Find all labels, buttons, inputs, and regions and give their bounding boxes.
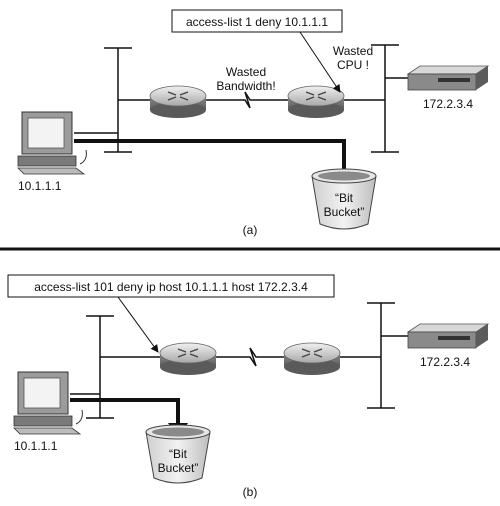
- panel-caption: (b): [243, 485, 258, 499]
- callout-pointer: [299, 31, 341, 93]
- router-icon: [159, 342, 217, 375]
- server-ip-label: 172.2.3.4: [420, 355, 470, 369]
- wan-link-a: [205, 91, 290, 109]
- acl-callout-text: access-list 101 deny ip host 10.1.1.1 ho…: [34, 280, 308, 294]
- pc-ip-label: 10.1.1.1: [18, 179, 62, 193]
- lan-segment-right-b: [340, 302, 408, 409]
- router-icon: [149, 85, 207, 118]
- lan-segment-left-b: [70, 315, 160, 419]
- wasted-cpu-label: CPU !: [337, 58, 369, 72]
- bit-bucket-icon: [311, 168, 377, 230]
- wan-link-b: [216, 347, 286, 367]
- server-ip-label: 172.2.3.4: [423, 97, 473, 111]
- dropped-traffic-arrow-a: [74, 139, 346, 172]
- callout-pointer: [117, 296, 159, 353]
- panel-b: access-list 101 deny ip host 10.1.1.1 ho…: [7, 274, 490, 499]
- pc-icon: [17, 111, 87, 175]
- router-icon: [287, 85, 345, 118]
- lan-segment-left-a: [74, 47, 150, 153]
- acl-callout-box: [171, 9, 343, 33]
- panel-a: access-list 1 deny 10.1.1.1 Wasted Bandw…: [17, 9, 490, 237]
- bit-bucket-label: “Bit: [169, 447, 188, 461]
- dropped-traffic-arrow-b: [70, 398, 180, 425]
- wasted-bandwidth-label: Wasted: [226, 65, 266, 79]
- server-icon: [406, 65, 490, 91]
- bit-bucket-label: Bucket”: [158, 461, 199, 475]
- pc-icon: [13, 371, 83, 435]
- lan-segment-right-a: [342, 44, 408, 153]
- router-icon: [283, 342, 341, 375]
- bit-bucket-label: Bucket”: [324, 205, 365, 219]
- acl-callout-box: [7, 274, 335, 298]
- wasted-bandwidth-label: Bandwidth!: [216, 79, 275, 93]
- server-icon: [406, 323, 490, 349]
- bit-bucket-icon: [145, 424, 211, 484]
- acl-callout-text: access-list 1 deny 10.1.1.1: [186, 15, 328, 29]
- pc-ip-label: 10.1.1.1: [14, 439, 58, 453]
- panel-caption: (a): [243, 223, 258, 237]
- wasted-cpu-label: Wasted: [333, 44, 373, 58]
- bit-bucket-label: “Bit: [335, 191, 354, 205]
